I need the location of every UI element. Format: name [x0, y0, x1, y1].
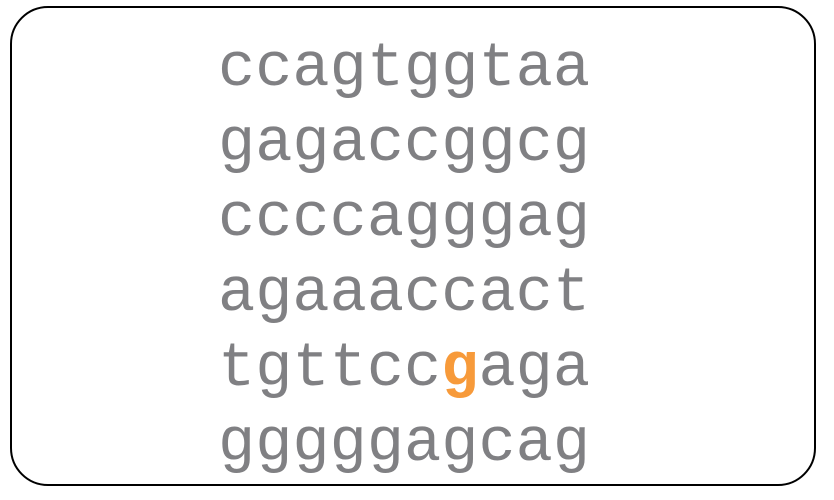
sequence-line-6: gggggagcag [218, 406, 590, 481]
sequence-line-2: gagaccggcg [218, 106, 590, 181]
sequence-line-2-text: gagaccggcg [218, 108, 591, 179]
sequence-line-5: tgttccgaga [218, 331, 590, 406]
sequence-line-6-text: gggggagcag [218, 408, 591, 479]
sequence-line-4-text: agaaaccact [218, 258, 591, 329]
highlighted-base: g [441, 333, 479, 404]
sequence-line-4: agaaaccact [218, 256, 590, 331]
sequence-block: ccagtggtaa gagaccggcg ccccagggag agaaacc… [218, 31, 590, 481]
sequence-line-1-text: ccagtggtaa [218, 33, 591, 104]
sequence-line-3-text: ccccagggag [218, 183, 591, 254]
sequence-line-3: ccccagggag [218, 181, 590, 256]
sequence-line-1: ccagtggtaa [218, 31, 590, 106]
sequence-line-5-text: tgttccgaga [218, 333, 591, 404]
sequence-panel: ccagtggtaa gagaccggcg ccccagggag agaaacc… [10, 6, 816, 486]
